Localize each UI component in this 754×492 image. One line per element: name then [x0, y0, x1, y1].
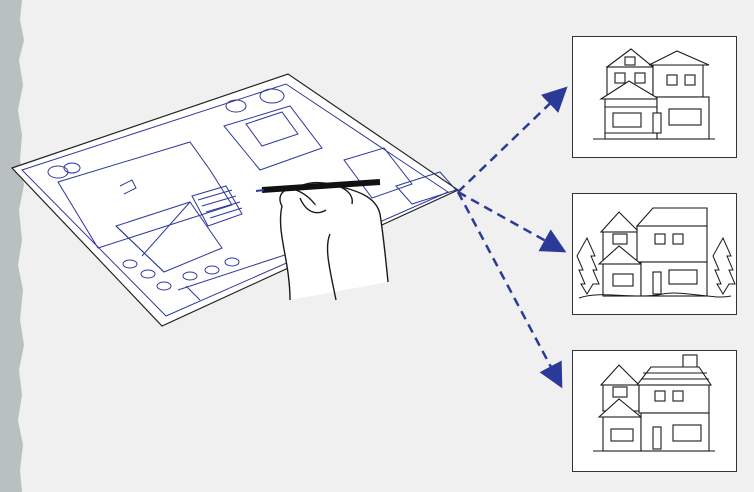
torn-paper-edge	[0, 0, 24, 492]
blueprint-border	[21, 83, 450, 317]
arrow-to-house-3	[456, 191, 563, 389]
house-sketch-chimney-icon	[593, 354, 715, 452]
floor-plan-icon	[10, 73, 460, 327]
house-sketch-trees-icon	[576, 207, 736, 299]
house-card-trees	[572, 193, 737, 315]
floor-plan-rooms	[57, 105, 457, 301]
floor-plan-shrubs	[47, 88, 285, 291]
arrow-to-house-2	[457, 190, 567, 253]
arrow-group	[456, 86, 568, 389]
house-card-chimney	[572, 350, 737, 472]
arrow-to-house-1	[457, 86, 568, 193]
torn-edge-shape	[0, 0, 24, 492]
hand-with-pen-icon	[255, 179, 389, 301]
house-sketch-siding-icon	[593, 48, 715, 140]
house-card-siding	[572, 36, 737, 158]
